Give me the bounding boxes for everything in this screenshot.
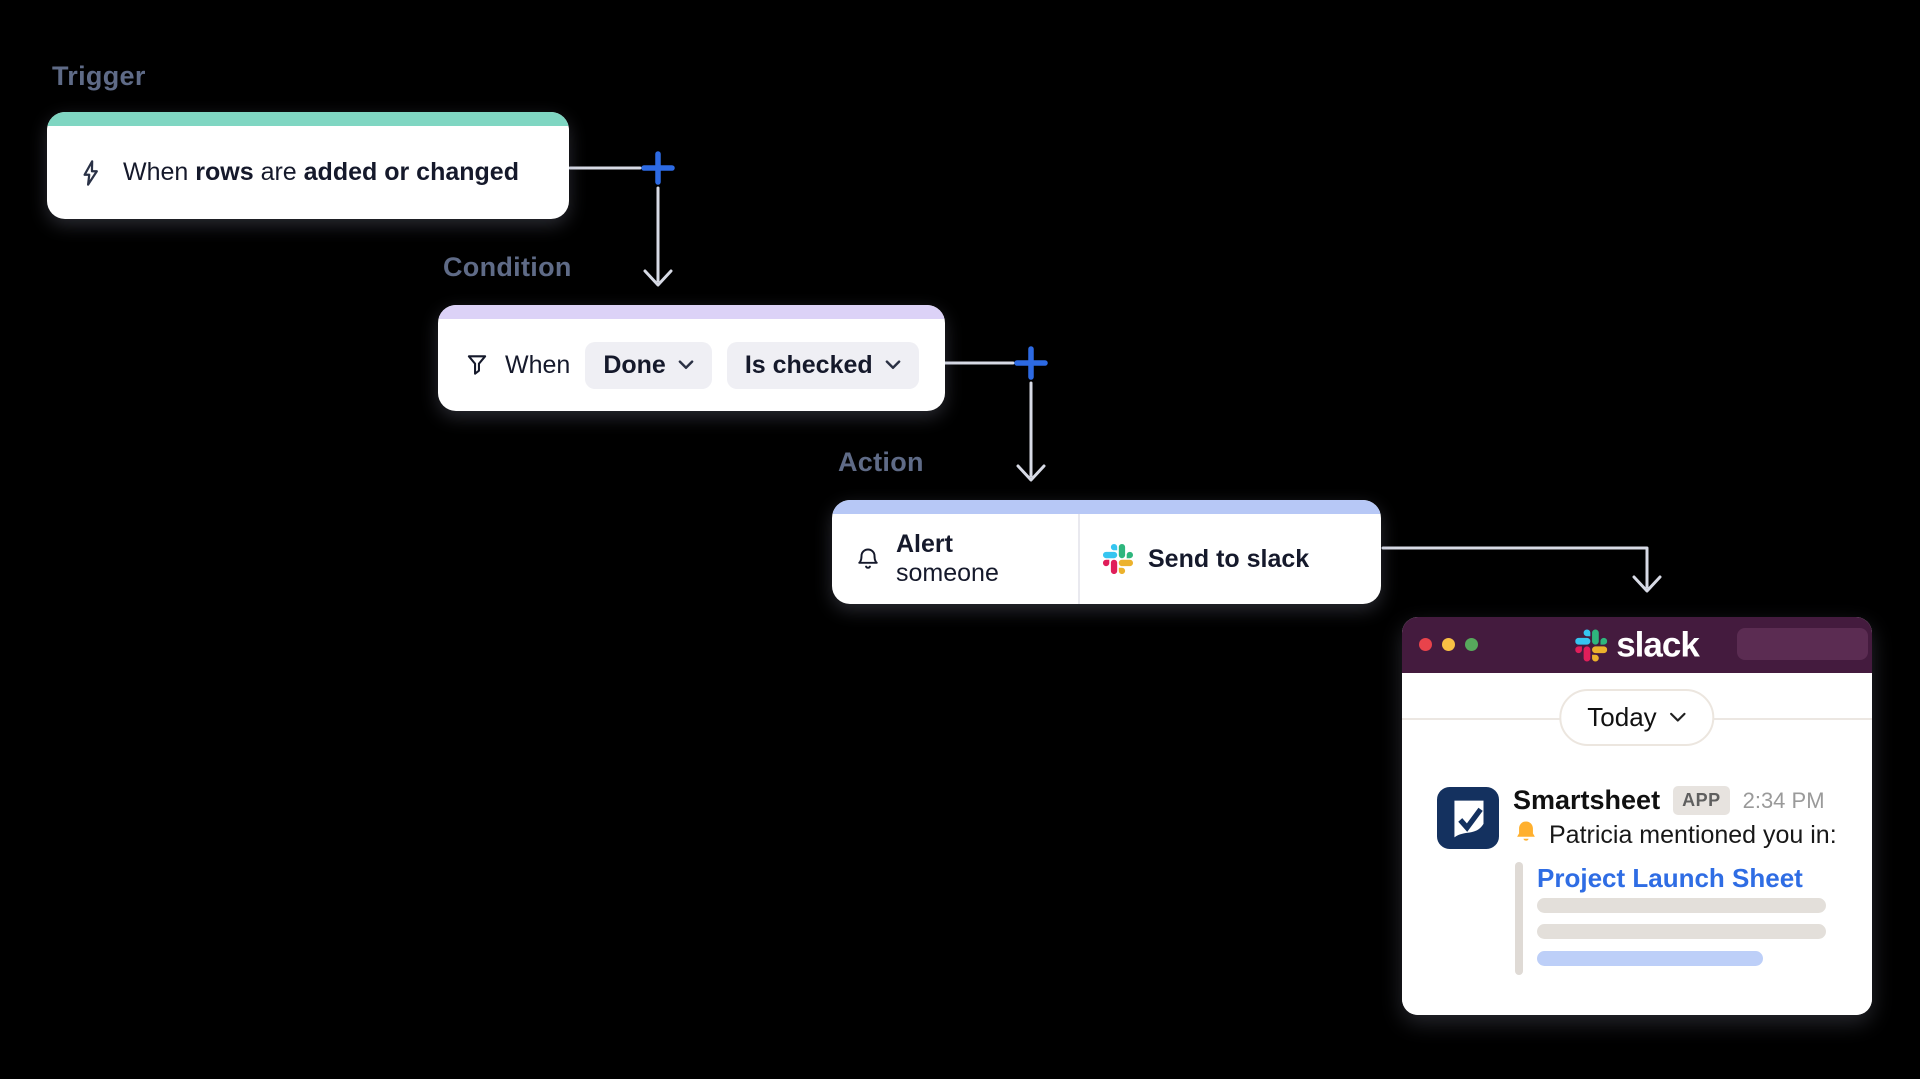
bell-emoji-icon xyxy=(1513,819,1539,852)
slack-message-pane: Today Smartsheet APP 2:34 PM xyxy=(1402,673,1872,1015)
lightning-icon xyxy=(77,159,105,187)
notification-text: Patricia mentioned you in: xyxy=(1549,821,1837,849)
app-badge: APP xyxy=(1673,786,1730,815)
skeleton-text-bar xyxy=(1537,924,1826,939)
action-alert-section[interactable]: Alert someone xyxy=(832,514,1080,604)
chevron-down-icon xyxy=(1670,712,1687,723)
trigger-text: When rows are added or changed xyxy=(123,158,519,187)
add-step-plus-icon-2[interactable] xyxy=(1014,346,1048,380)
chevron-down-icon xyxy=(678,360,694,370)
condition-section-label: Condition xyxy=(443,252,572,282)
smartsheet-avatar xyxy=(1437,787,1499,849)
add-step-plus-icon-1[interactable] xyxy=(641,151,675,185)
slack-mark-icon xyxy=(1575,629,1608,661)
zoom-window-icon[interactable] xyxy=(1465,638,1478,651)
message-notification-row: Patricia mentioned you in: xyxy=(1513,819,1837,852)
skeleton-button-bar xyxy=(1537,951,1763,966)
arrowhead-slack xyxy=(1632,575,1662,593)
trigger-text-changed: added or changed xyxy=(303,158,519,186)
action-slack-section[interactable]: Send to slack xyxy=(1080,514,1381,604)
action-card[interactable]: Alert someone Send to slack xyxy=(832,500,1381,604)
slack-app-window: slack Today Smartsheet APP xyxy=(1402,617,1872,1015)
slack-logo-icon xyxy=(1103,544,1133,574)
titlebar-placeholder-field xyxy=(1737,628,1868,660)
condition-accent-strip xyxy=(438,305,945,319)
quote-indicator-bar xyxy=(1515,862,1523,975)
trigger-card[interactable]: When rows are added or changed xyxy=(47,112,569,219)
bell-icon xyxy=(855,546,881,572)
trigger-text-rows: rows xyxy=(195,158,254,186)
action-alert-bold: Alert xyxy=(896,530,953,558)
arrowhead-action xyxy=(1016,464,1046,482)
message-sender: Smartsheet xyxy=(1513,785,1661,815)
slack-logo: slack xyxy=(1575,625,1700,665)
chevron-down-icon xyxy=(885,360,901,370)
slack-wordmark: slack xyxy=(1616,625,1700,665)
connector-action-to-slack xyxy=(1381,546,1649,589)
arrowhead-condition xyxy=(643,269,673,287)
slack-titlebar: slack xyxy=(1402,617,1872,673)
condition-field-value: Done xyxy=(603,350,666,379)
condition-operator-value: Is checked xyxy=(744,350,873,379)
trigger-text-when: When xyxy=(123,158,196,186)
filter-icon xyxy=(464,352,490,378)
action-send-label: Send to slack xyxy=(1148,544,1310,573)
trigger-section-label: Trigger xyxy=(52,61,146,91)
skeleton-text-bar xyxy=(1537,898,1826,913)
trigger-text-are: are xyxy=(253,158,304,186)
window-controls xyxy=(1419,638,1478,651)
message-timestamp: 2:34 PM xyxy=(1742,787,1825,813)
action-alert-text: Alert someone xyxy=(896,530,1055,588)
message-header: Smartsheet APP 2:34 PM xyxy=(1513,785,1825,816)
condition-operator-dropdown[interactable]: Is checked xyxy=(726,341,919,389)
action-accent-strip xyxy=(832,500,1381,514)
action-alert-rest: someone xyxy=(896,559,999,587)
trigger-accent-strip xyxy=(47,112,569,126)
date-pill-button[interactable]: Today xyxy=(1559,689,1715,746)
condition-card[interactable]: When Done Is checked xyxy=(438,305,945,411)
close-window-icon[interactable] xyxy=(1419,638,1432,651)
condition-text-when: When xyxy=(505,350,571,379)
action-section-label: Action xyxy=(838,447,924,477)
condition-field-dropdown[interactable]: Done xyxy=(585,341,712,389)
sheet-link[interactable]: Project Launch Sheet xyxy=(1537,863,1803,893)
minimize-window-icon[interactable] xyxy=(1442,638,1455,651)
date-pill-label: Today xyxy=(1587,702,1657,732)
